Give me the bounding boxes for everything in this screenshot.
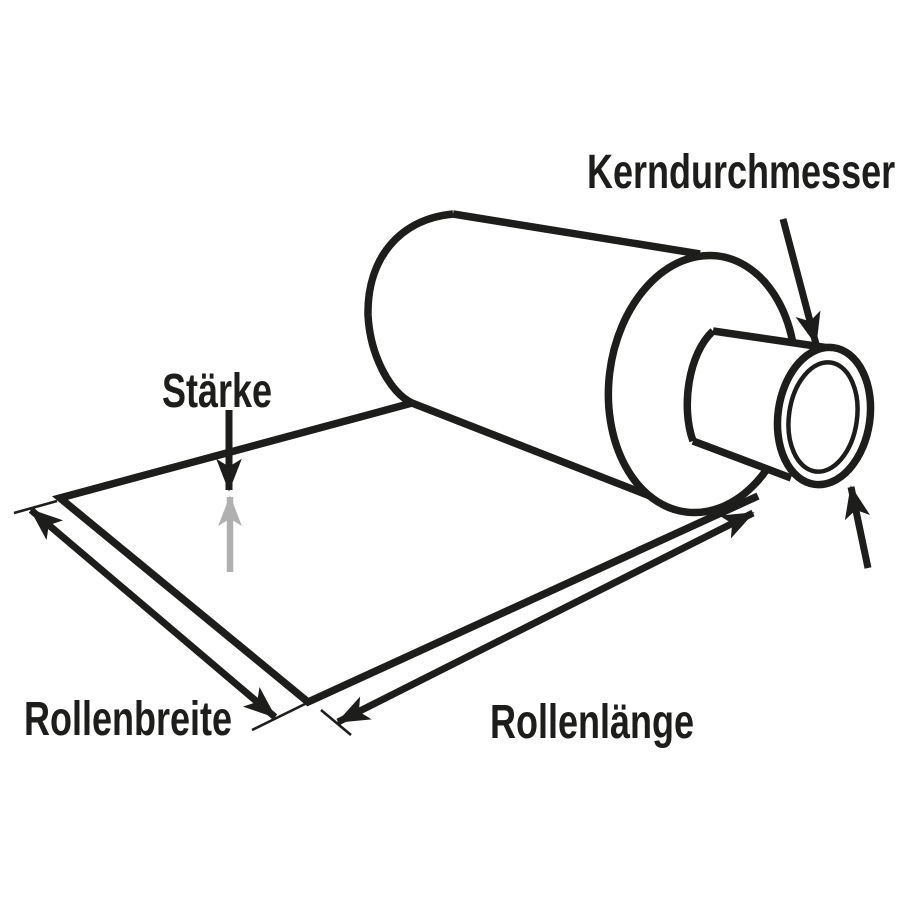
label-rollenbreite: Rollenbreite: [23, 693, 233, 746]
core-bottom-edge: [691, 437, 793, 482]
label-kerndurchmesser: Kerndurchmesser: [587, 146, 896, 199]
rollenbreite-arrow-icon: [28, 507, 278, 720]
core-base-arc: [683, 328, 716, 443]
callout-arrows: [28, 218, 872, 726]
ink-linework: [13, 210, 875, 736]
core-diameter-up-arrow-icon: [844, 485, 872, 569]
tick-bottom-corner-right: [320, 709, 352, 736]
tick-left-corner: [13, 499, 58, 515]
label-rollenlaenge: Rollenlänge: [489, 696, 695, 749]
core-end-inner-ring: [786, 360, 860, 474]
label-staerke: Stärke: [161, 365, 273, 418]
extension-ticks: [13, 499, 352, 736]
roll-top-edge: [452, 210, 701, 258]
roll-bottom-edge: [410, 399, 652, 500]
kerndurchmesser-arrow-icon: [779, 218, 821, 346]
tick-bottom-corner-left: [251, 701, 308, 732]
roll-left-cap: [364, 210, 454, 407]
rollenlaenge-arrow-icon: [336, 509, 755, 726]
